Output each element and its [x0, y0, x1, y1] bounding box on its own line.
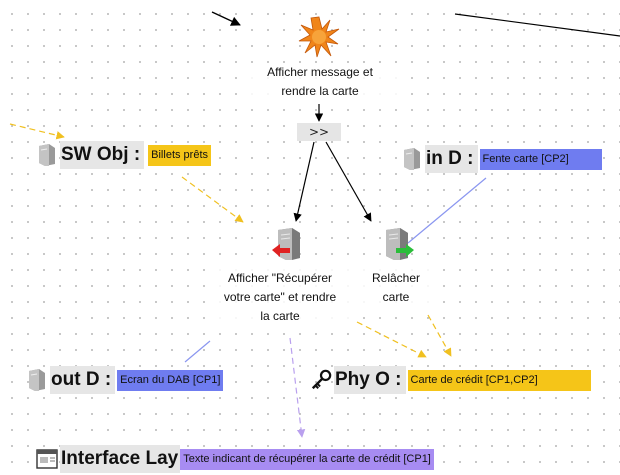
lane-tag[interactable]: Carte de crédit [CP1,CP2] [407, 369, 591, 391]
lane-header: out D : [50, 366, 116, 394]
lane-interface-lay[interactable]: Interface Lay Texte indicant de récupére… [36, 445, 434, 473]
edge-junction-to-release [325, 141, 372, 222]
junction-node[interactable]: >> [297, 123, 341, 141]
server-icon [29, 369, 45, 391]
lane-sw-obj[interactable]: SW Obj : Billets prêts [36, 141, 212, 169]
lane-header: in D : [425, 145, 478, 173]
edge-top-right [454, 13, 620, 37]
server-red-arrow-icon [272, 228, 300, 260]
edge-yellow-carte-2 [427, 314, 452, 357]
edge-blue-fente [407, 177, 487, 244]
label-line: Relâcher [371, 271, 421, 285]
node-display-message-label: Afficher message et rendre la carte [238, 63, 402, 101]
lane-header: Interface Lay [60, 445, 181, 473]
label-line: la carte [260, 309, 300, 323]
lane-tag[interactable]: Texte indicant de récupérer la carte de … [180, 448, 434, 470]
edge-yellow-carte-1 [356, 321, 427, 358]
label-line: Afficher "Récupérer [227, 271, 333, 285]
node-release-card-label: Relâcher carte [356, 269, 436, 307]
lane-tag[interactable]: Ecran du DAB [CP1] [117, 369, 224, 391]
window-icon [36, 449, 58, 469]
edge-blue-ecran [184, 340, 211, 363]
lane-tag[interactable]: Fente carte [CP2] [479, 148, 602, 170]
lane-header: Phy O : [334, 366, 406, 394]
edge-incoming-top [211, 11, 241, 26]
label-line: Afficher message et [267, 65, 373, 79]
lane-tag[interactable]: Billets prêts [148, 144, 212, 166]
label-line: carte [382, 290, 410, 304]
lane-header: SW Obj : [60, 141, 145, 169]
edge-yellow-billets [181, 176, 244, 223]
lane-out-d[interactable]: out D : Ecran du DAB [CP1] [26, 366, 224, 394]
edge-yellow-left-in [9, 123, 65, 140]
lane-phy-o[interactable]: Phy O : Carte de crédit [CP1,CP2] [310, 366, 591, 394]
orange-splat-icon [298, 16, 340, 58]
lane-in-d[interactable]: in D : Fente carte [CP2] [401, 145, 602, 173]
server-icon [39, 144, 55, 166]
label-line: votre carte" et rendre [223, 290, 337, 304]
edge-purple-texte [289, 337, 306, 438]
edge-junction-to-recover [293, 141, 315, 222]
server-green-arrow-icon [386, 228, 414, 260]
label-line: rendre la carte [281, 84, 359, 98]
node-show-recover-label: Afficher "Récupérer votre carte" et rend… [205, 269, 355, 326]
server-icon [404, 148, 420, 170]
key-icon [311, 369, 332, 390]
